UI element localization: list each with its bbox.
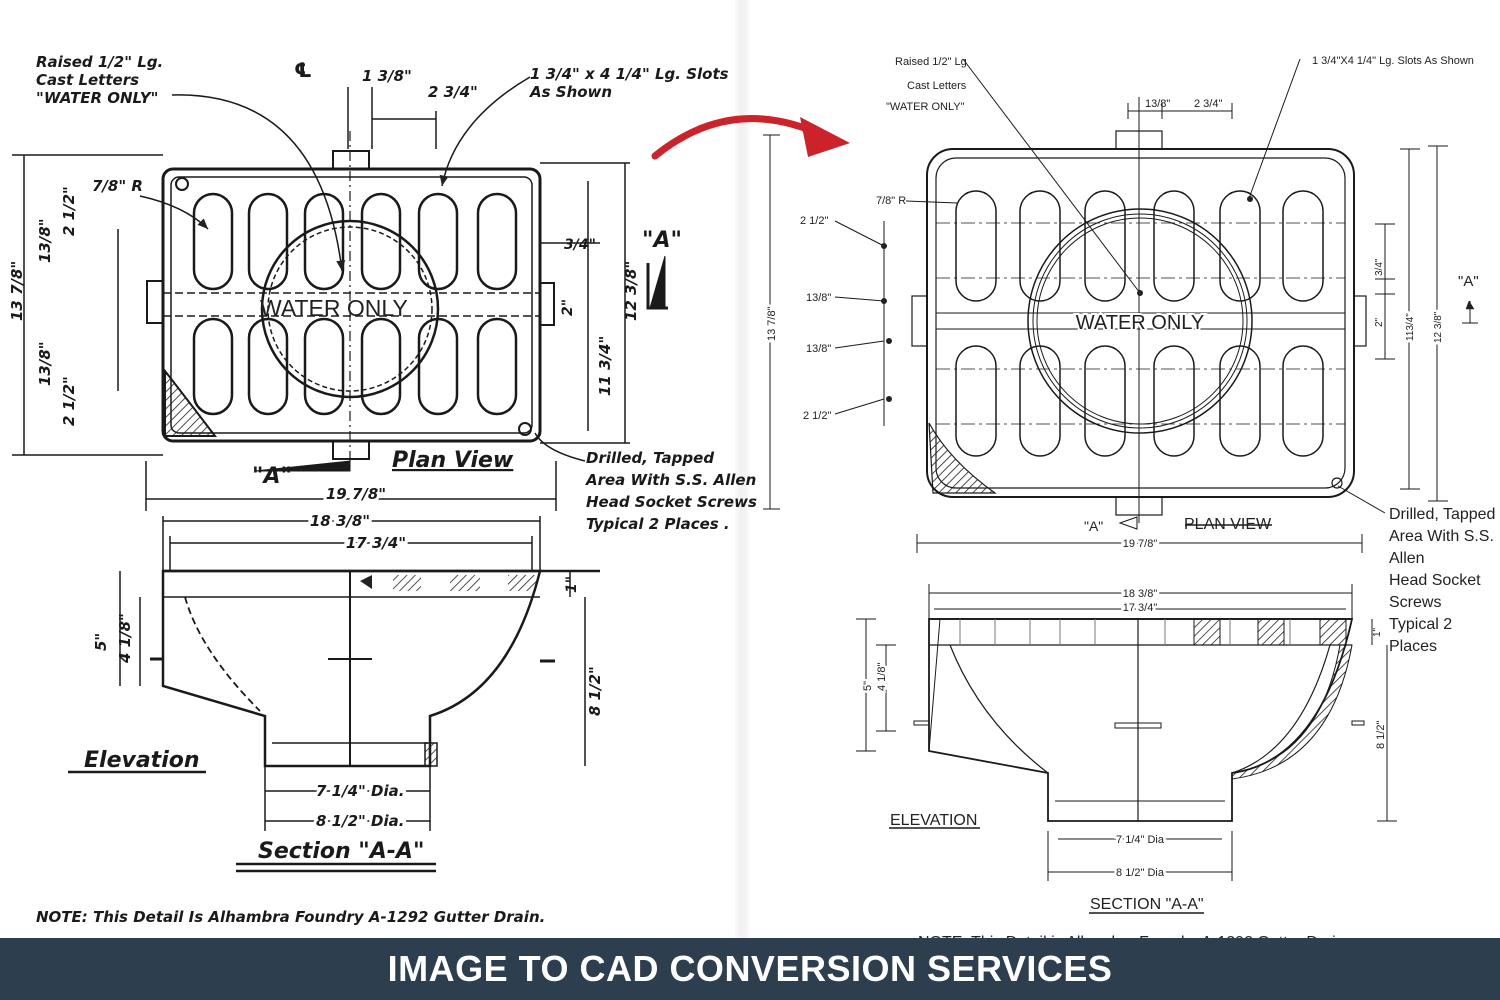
orig-plate-text: WATER ONLY (260, 295, 408, 321)
cad-dim-8-1-2: 8 1/2" (1375, 721, 1387, 749)
orig-dim-8-1-2-dia: 8 1/2" Dia. (316, 812, 404, 830)
orig-drilled-1: Drilled, Tapped (586, 449, 714, 467)
cad-labels: Raised 1/2" Lg Cast Letters "WATER ONLY"… (764, 55, 1496, 951)
orig-plan-view: Plan View (392, 448, 514, 473)
cad-raised-letters-1: Raised 1/2" Lg (895, 56, 967, 68)
cad-raised-letters-2: Cast Letters (907, 80, 967, 92)
cad-radius: 7/8" R (876, 195, 906, 207)
orig-dim-12-3-8: 12 3/8" (622, 261, 640, 321)
cad-dim-11-3-4: 113/4" (1405, 313, 1416, 341)
orig-dim-13-8-top: 1 3/8" (362, 67, 412, 85)
orig-raised-letters-2: Cast Letters (36, 71, 139, 89)
orig-dim-2: 2" (560, 299, 576, 316)
orig-dim-18-3-8: 18 3/8" (310, 512, 370, 530)
orig-elevation: Elevation (84, 748, 200, 773)
cad-dim-8-1-2-dia: 8 1/2" Dia (1116, 867, 1165, 879)
page-seam (735, 0, 749, 938)
cad-dim-13-8-b: 13/8" (806, 343, 831, 355)
cad-dim-2-3-4: 2 3/4" (1194, 98, 1222, 110)
cad-dim-2: 2" (1374, 317, 1385, 327)
orig-dim-3-4: 3/4" (564, 237, 596, 253)
conversion-arrow (651, 115, 850, 160)
cad-dim-3-4: 3/4" (1374, 258, 1385, 276)
orig-dim-11-3-4: 11 3/4" (596, 336, 614, 396)
cad-drilled-7: Places (1389, 638, 1437, 655)
cad-raised-letters-3: "WATER ONLY" (886, 101, 965, 113)
cad-plan-view: PLAN VIEW (1184, 516, 1272, 533)
cad-dim-2-1-2-a: 2 1/2" (800, 215, 828, 227)
cad-plate-text: WATER ONLY (1076, 312, 1205, 334)
cad-plan-view (763, 58, 1478, 553)
orig-dim-13-7-8: 13 7/8" (8, 261, 26, 321)
cad-drilled-1: Drilled, Tapped (1389, 506, 1495, 523)
orig-slots-1: 1 3/4" x 4 1/4" Lg. Slots (530, 65, 729, 83)
orig-dim-4-1-8: 4 1/8" (116, 613, 134, 664)
orig-section-title: Section "A-A" (258, 839, 424, 864)
cad-dim-5: 5" (862, 681, 874, 691)
orig-raised-letters-3: "WATER ONLY" (36, 89, 158, 107)
cad-drilled-5: Screws (1389, 594, 1441, 611)
orig-dim-2-3-4: 2 3/4" (428, 83, 478, 101)
orig-dim-7-1-4: 7 1/4" Dia. (316, 782, 404, 800)
cad-dim-13-8-a: 13/8" (806, 292, 831, 304)
original-drawing: Raised 1/2" Lg. Cast Letters "WATER ONLY… (8, 53, 757, 926)
orig-dim-2-1-2-b: 2 1/2" (60, 376, 78, 426)
cad-dim-4-1-8: 4 1/8" (876, 663, 888, 691)
banner-title: IMAGE TO CAD CONVERSION SERVICES (387, 948, 1113, 989)
cad-dim-17-3-4: 17 3/4" (1123, 602, 1158, 614)
orig-section-marker-bottom: "A" (252, 464, 292, 489)
cad-dim-12-3-8: 12 3/8" (1433, 311, 1444, 343)
orig-drilled-3: Head Socket Screws (586, 493, 757, 511)
cad-drilled-6: Typical 2 (1389, 616, 1452, 633)
orig-dim-8-1-2: 8 1/2" (586, 666, 604, 716)
cad-section-title: SECTION "A-A" (1090, 896, 1204, 913)
orig-drilled-2: Area With S.S. Allen (585, 471, 756, 489)
orig-radius: 7/8" R (92, 177, 143, 195)
original-labels: Raised 1/2" Lg. Cast Letters "WATER ONLY… (8, 53, 757, 926)
cad-slots: 1 3/4"X4 1/4" Lg. Slots As Shown (1312, 55, 1474, 67)
orig-dim-13-8-a: 13/8" (36, 218, 54, 263)
cad-elevation: ELEVATION (890, 812, 977, 829)
original-elevation (68, 516, 600, 873)
orig-note: NOTE: This Detail Is Alhambra Foundry A-… (36, 908, 545, 926)
orig-drilled-4: Typical 2 Places . (586, 515, 730, 533)
cad-dim-19-7-8: 19 7/8" (1123, 538, 1158, 550)
orig-dim-1: 1" (564, 576, 580, 593)
cad-dim-13-8-top: 13/8" (1145, 98, 1170, 110)
cad-drilled-3: Allen (1389, 550, 1425, 567)
orig-dim-5: 5" (92, 633, 110, 651)
cad-drawing: Raised 1/2" Lg Cast Letters "WATER ONLY"… (763, 55, 1495, 951)
orig-centerline: ℄ (294, 58, 312, 82)
orig-dim-13-8-b: 13/8" (36, 341, 54, 386)
orig-section-marker-right: "A" (642, 228, 682, 253)
cad-dim-13-7-8: 13 7/8" (766, 306, 778, 341)
orig-dim-2-1-2-a: 2 1/2" (60, 186, 78, 236)
cad-drilled-2: Area With S.S. (1389, 528, 1494, 545)
cad-dim-7-1-4: 7 1/4" Dia (1116, 834, 1165, 846)
title-banner: IMAGE TO CAD CONVERSION SERVICES (0, 938, 1500, 1000)
cad-dim-2-1-2-b: 2 1/2" (803, 410, 831, 422)
cad-elevation (856, 524, 1397, 914)
orig-dim-17-3-4: 17 3/4" (346, 534, 406, 552)
cad-section-marker-right: "A" (1458, 273, 1479, 290)
orig-slots-2: As Shown (529, 83, 612, 101)
cad-dim-18-3-8: 18 3/8" (1123, 588, 1158, 600)
orig-raised-letters-1: Raised 1/2" Lg. (36, 53, 163, 71)
original-plan-view (12, 76, 668, 511)
cad-dim-1: 1" (1372, 627, 1383, 637)
cad-drilled-4: Head Socket (1389, 572, 1481, 589)
cad-section-marker-bottom: "A" (1084, 518, 1103, 534)
orig-dim-19-7-8: 19 7/8" (326, 485, 386, 503)
